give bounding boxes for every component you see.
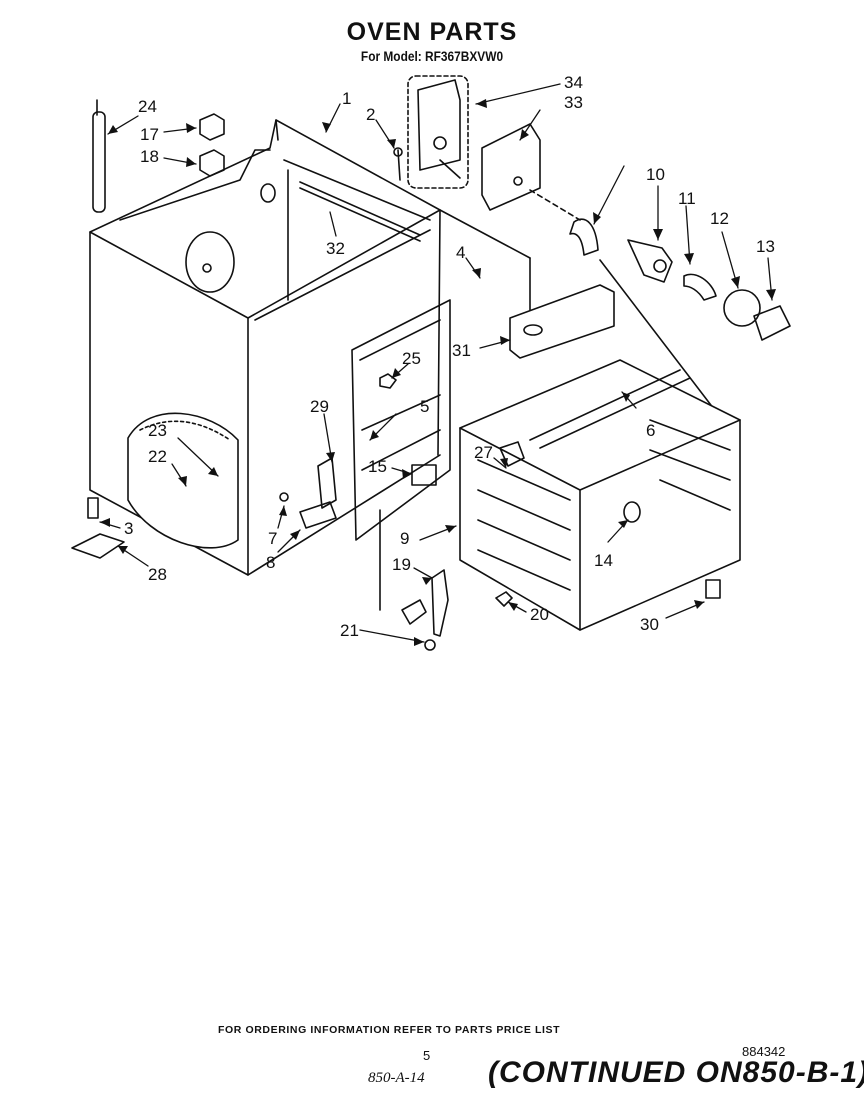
continued-note: (CONTINUED ON850-B-1) [488,1056,864,1089]
oven-liner [459,359,741,631]
parts-10-13-light-assembly [599,239,791,431]
front-frame [351,299,451,541]
callout-13: 13 [756,237,775,256]
part-32-rail [299,181,421,242]
part-2-screw [393,147,403,181]
callout-33: 33 [564,93,583,112]
model-subtitle: For Model: RF367BXVW0 [360,48,504,64]
callout-23: 23 [148,421,167,440]
callout-19: 19 [392,555,411,574]
part-30-leveling-leg [705,579,721,599]
callout-4: 4 [456,243,465,262]
callout-22: 22 [148,447,167,466]
parts-3-28-legs [71,497,125,559]
callout-20: 20 [530,605,549,624]
callout-17: 17 [140,125,159,144]
callout-28: 28 [148,565,167,584]
callout-32: 32 [326,239,345,258]
parts-7-8-bracket [279,457,337,529]
callout-2: 2 [366,105,375,124]
part-31-burner-box [509,284,615,359]
callout-8: 8 [266,553,275,572]
callout-34: 34 [564,73,583,92]
ordering-info: FOR ORDERING INFORMATION REFER TO PARTS … [218,1024,561,1036]
callout-27: 27 [474,443,493,462]
callout-9: 9 [400,529,409,548]
callout-7: 7 [268,529,277,548]
parts-19-21-latch [379,509,513,651]
reference-code: 850-A-14 [368,1070,425,1086]
callout-5: 5 [420,397,429,416]
callout-12: 12 [710,209,729,228]
diagram-title: OVEN PARTS [346,18,518,46]
part-24-strip [92,99,106,213]
arrowheads [100,99,776,646]
callout-11: 11 [678,189,696,208]
callout-14: 14 [594,551,613,570]
parts-17-18-blocks [199,113,225,177]
callout-30: 30 [640,615,659,634]
diagram-part-number: 884342 [742,1044,786,1059]
callout-24: 24 [138,97,157,116]
callout-3: 3 [124,519,133,538]
callout-15: 15 [368,457,387,476]
callout-10: 10 [646,165,665,184]
callout-18: 18 [140,147,159,166]
part-34-vent-cover [407,75,469,189]
callout-29: 29 [310,397,329,416]
callout-numbers: 1 2 3 4 5 6 7 8 9 10 11 12 13 14 15 17 1… [124,73,775,640]
callout-21: 21 [340,621,359,640]
callout-6: 6 [646,421,655,440]
part-16-elbow [569,218,599,256]
callout-1: 1 [342,89,351,108]
callout-31: 31 [452,341,471,360]
part-33-vent-bracket [481,123,581,221]
callout-25: 25 [402,349,421,368]
page-number: 5 [423,1048,431,1063]
